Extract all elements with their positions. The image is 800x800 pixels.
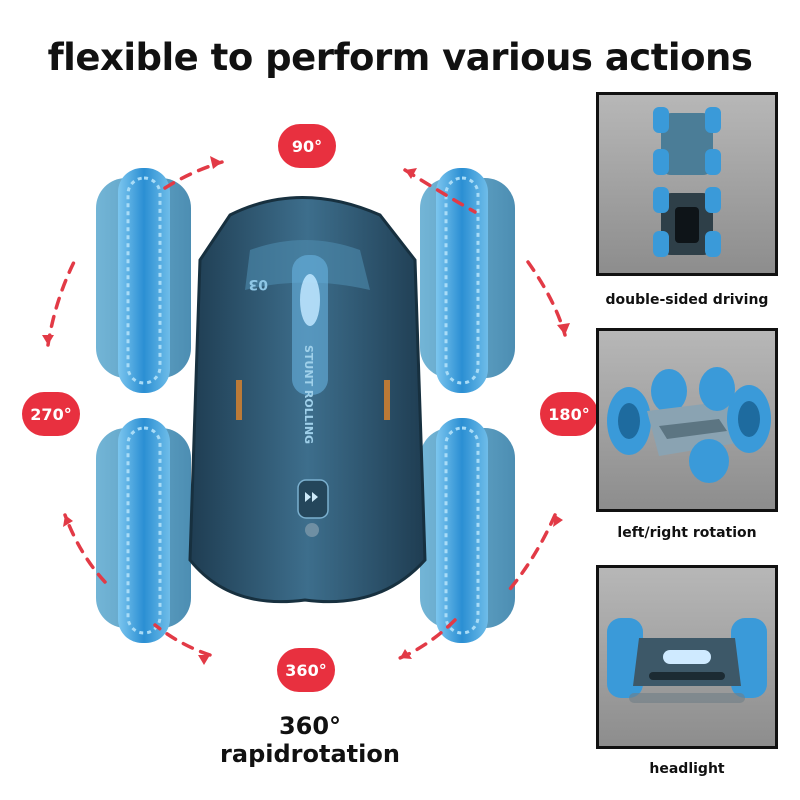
angle-badge-360: 360° [277,648,335,692]
wheel-rear-right [420,418,515,643]
car-model-label: 03 [249,276,268,292]
angle-badge-180: 180° [540,392,598,436]
car-body: 03 STUNT ROLLING [188,196,427,604]
panel-caption-rotation: left/right rotation [617,525,757,541]
headlight-car-image [607,618,767,703]
wheel-front-right [420,168,515,393]
panel-rotation [596,328,778,512]
rotating-car-image [607,367,771,483]
wheel-front-left [96,168,191,393]
main-caption: 360° rapidrotation [220,712,400,768]
page-title: flexible to perform various actions [47,36,753,79]
panel-double-sided [596,92,778,276]
panel-headlight [596,565,778,749]
stunt-car-illustration: 03 STUNT ROLLING [42,156,570,665]
car-side-text: STUNT ROLLING [302,345,315,444]
panel-caption-headlight: headlight [649,761,725,777]
wheel-rear-left [96,418,191,643]
arrow-heads [42,156,570,665]
angle-badge-90: 90° [278,124,336,168]
angle-badge-270: 270° [22,392,80,436]
double-sided-car-image [653,107,721,257]
panel-caption-double-sided: double-sided driving [605,292,769,308]
